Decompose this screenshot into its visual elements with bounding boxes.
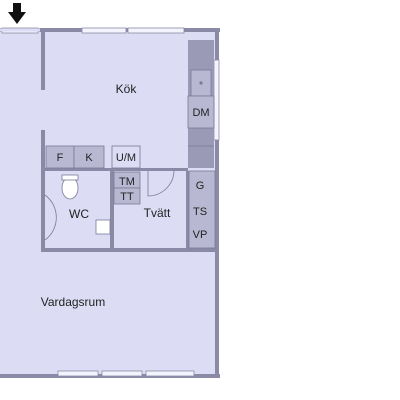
apartment-floor	[0, 30, 218, 376]
window-top-right	[127, 27, 185, 34]
utility-column	[188, 170, 216, 249]
sink-drain-icon	[199, 81, 203, 85]
vp-label: VP	[193, 229, 208, 241]
window-bottom-1	[57, 370, 99, 377]
oven-microwave	[111, 145, 141, 169]
window-right	[213, 59, 220, 141]
exterior-wall-right	[215, 28, 219, 378]
wall-kitchen-upper-left	[41, 32, 45, 90]
room-label-living: Vardagsrum	[41, 295, 105, 309]
room-label-laundry: Tvätt	[144, 206, 171, 220]
wall-kitchen-lower-left	[41, 130, 45, 170]
entrance-arrow-icon	[8, 3, 26, 24]
wc-door-swing	[44, 194, 57, 241]
window-top-mid	[81, 27, 127, 34]
window-bottom-3	[145, 370, 195, 377]
laundry-door-swing	[147, 170, 175, 197]
dishwasher	[187, 95, 215, 129]
dryer-label: TT	[120, 191, 134, 203]
wall-laundry-right	[186, 171, 189, 250]
wall-utility-bottom	[41, 248, 219, 252]
freezer-label: F	[57, 152, 64, 164]
fridge	[73, 145, 105, 169]
window-bottom-2	[101, 370, 143, 377]
wall-wc-left	[41, 168, 45, 250]
room-label-kitchen: Kök	[116, 82, 138, 96]
oven-microwave-label: U/M	[116, 152, 136, 164]
wall-kitchen-bottom	[45, 168, 188, 171]
dryer	[113, 187, 141, 205]
wash-basin	[95, 219, 111, 235]
fridge-label: K	[85, 152, 93, 164]
ts-label: TS	[193, 206, 207, 218]
g-label: G	[196, 180, 205, 192]
dishwasher-label: DM	[192, 107, 209, 119]
wall-wc-laundry-divider	[110, 171, 114, 250]
room-label-wc: WC	[69, 207, 89, 221]
toilet-tank	[61, 174, 79, 181]
washer-label: TM	[119, 176, 135, 188]
